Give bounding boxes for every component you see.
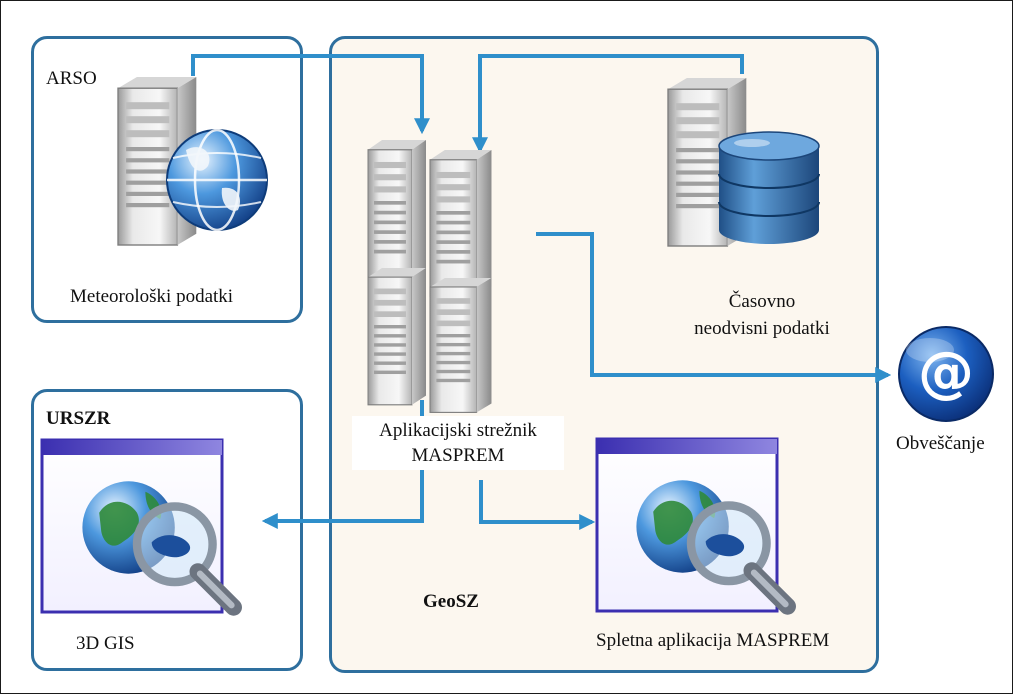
app-server-label: Aplikacijski strežnik MASPREM (352, 416, 564, 470)
geosz-group-name: GeoSZ (423, 591, 479, 612)
urszr-box (31, 389, 303, 671)
arrow-app-server-to-web-app (479, 480, 596, 530)
at-sign-icon (898, 326, 994, 422)
urszr-group-name: URSZR (46, 408, 111, 429)
urszr-caption: 3D GIS (76, 633, 135, 654)
web-app-label: Spletna aplikacija MASPREM (596, 630, 830, 651)
app-server-icon (367, 139, 493, 413)
web-globe-icon (166, 128, 268, 232)
arrow-app-server-to-notification (536, 232, 892, 383)
db-server-label: Časovno neodvisni podatki (652, 288, 872, 342)
notification-symbol: @ (918, 340, 974, 405)
arrow-arso-to-app-server (191, 54, 430, 135)
db-server-label-line2: neodvisni podatki (694, 318, 830, 339)
arso-box (31, 36, 303, 323)
app-server-label-line1: Aplikacijski strežnik (379, 420, 537, 441)
app-server-label-line2: MASPREM (411, 445, 505, 466)
database-icon (718, 131, 820, 244)
db-server-label-line1: Časovno (728, 291, 796, 312)
arrow-db-to-app-server (472, 54, 744, 154)
arso-caption: Meteorološki podatki (70, 286, 234, 307)
notification-label: Obveščanje (896, 433, 985, 454)
arso-group-name: ARSO (46, 68, 97, 89)
